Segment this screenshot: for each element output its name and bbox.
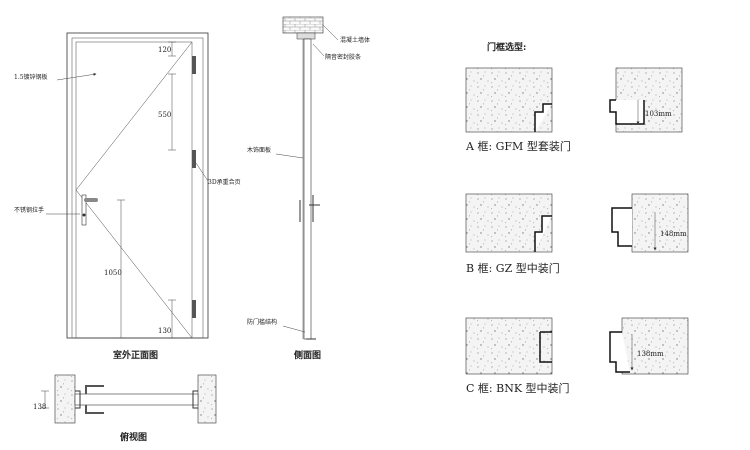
frame-a-caption: A 框: GFM 型套装门 — [465, 139, 571, 153]
frame-types-heading: 门框选型: — [487, 41, 526, 53]
side-view-title: 侧面图 — [294, 349, 321, 361]
door-leaf-section — [303, 38, 312, 340]
door-leaf — [75, 41, 193, 339]
label-seal: 隔音密封胶条 — [325, 53, 361, 61]
dim-120: 120 — [158, 46, 171, 54]
hinge-middle — [192, 150, 196, 168]
top-frame-section — [296, 32, 316, 40]
frame-types: 门框选型: 103mm A 框: GFM 型套装门 148mm B 框: GZ … — [465, 41, 689, 395]
frame-c-caption: C 框: BNK 型中装门 — [466, 381, 570, 395]
frame-a: 103mm A 框: GFM 型套装门 — [465, 67, 683, 153]
top-wall-left — [54, 374, 76, 424]
frame-c-dim: 138mm — [637, 350, 664, 358]
top-dim-138: 138 — [33, 403, 46, 411]
dim-1050: 1050 — [104, 269, 122, 277]
dim-550: 550 — [158, 111, 171, 119]
top-wall-right — [197, 374, 217, 424]
hinge-top — [192, 56, 196, 74]
side-view: 混凝土墙体 隔音密封胶条 木饰面板 防门槛结构 侧面图 — [247, 16, 370, 361]
door-frame-outer — [66, 32, 209, 339]
frame-b-caption: B 框: GZ 型中装门 — [466, 261, 560, 275]
top-view: 138 俯视图 — [33, 374, 217, 443]
hinge-bottom — [192, 300, 196, 318]
frame-b: 148mm B 框: GZ 型中装门 — [465, 193, 689, 275]
frame-a-dim: 103mm — [645, 110, 672, 118]
label-steel-panel: 1.5镀锌钢板 — [14, 73, 48, 81]
door-handle — [81, 194, 98, 226]
dim-130: 130 — [158, 327, 171, 335]
front-dimensions: 120 550 1050 130 — [104, 41, 176, 339]
label-bottom: 防门槛结构 — [247, 318, 277, 326]
door-frame-inner — [71, 37, 204, 339]
wall-section — [282, 16, 324, 34]
frame-b-dim: 148mm — [660, 230, 687, 238]
label-hinge: 3D承重合页 — [208, 178, 241, 186]
label-panel: 木饰面板 — [247, 146, 271, 154]
front-view-title: 室外正面图 — [113, 349, 158, 361]
opening-swing-lines — [75, 41, 193, 339]
side-handle — [299, 195, 320, 222]
frame-c: 138mm C 框: BNK 型中装门 — [465, 317, 689, 395]
top-view-title: 俯视图 — [120, 431, 147, 443]
top-handle — [85, 385, 104, 414]
front-view: 120 550 1050 130 1.5镀锌钢板 3D承重合页 不锈钢拉手 室外… — [14, 32, 241, 361]
top-door-leaf — [74, 393, 199, 406]
label-handle: 不锈钢拉手 — [14, 206, 44, 214]
label-wall: 混凝土墙体 — [340, 36, 370, 44]
